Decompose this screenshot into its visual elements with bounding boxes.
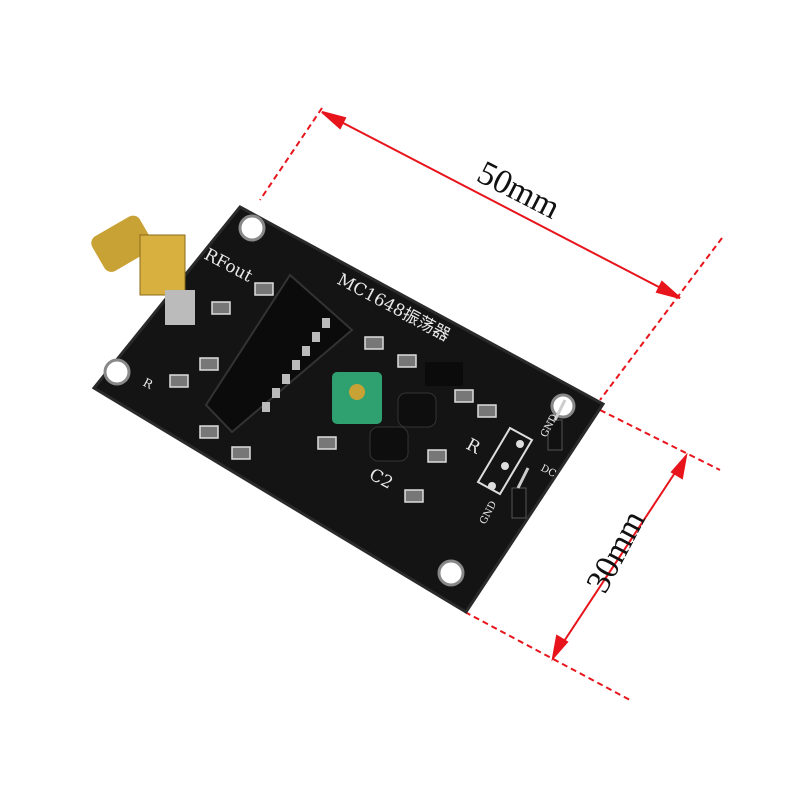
transistor	[397, 392, 437, 428]
length-dimension	[259, 107, 723, 401]
mount-hole	[437, 559, 465, 587]
variable-inductor	[332, 372, 382, 424]
transistor	[369, 426, 409, 462]
mount-hole	[238, 214, 266, 242]
width-label: 30mm	[579, 505, 652, 599]
regulator	[425, 362, 463, 386]
length-label: 50mm	[471, 154, 565, 226]
mc1648-ic	[204, 273, 354, 434]
smd-components	[169, 282, 497, 503]
pin-header	[476, 399, 567, 519]
mount-hole	[103, 358, 131, 386]
width-dimension	[464, 409, 721, 701]
ic-pins	[262, 318, 330, 412]
sma-connector	[91, 215, 195, 325]
